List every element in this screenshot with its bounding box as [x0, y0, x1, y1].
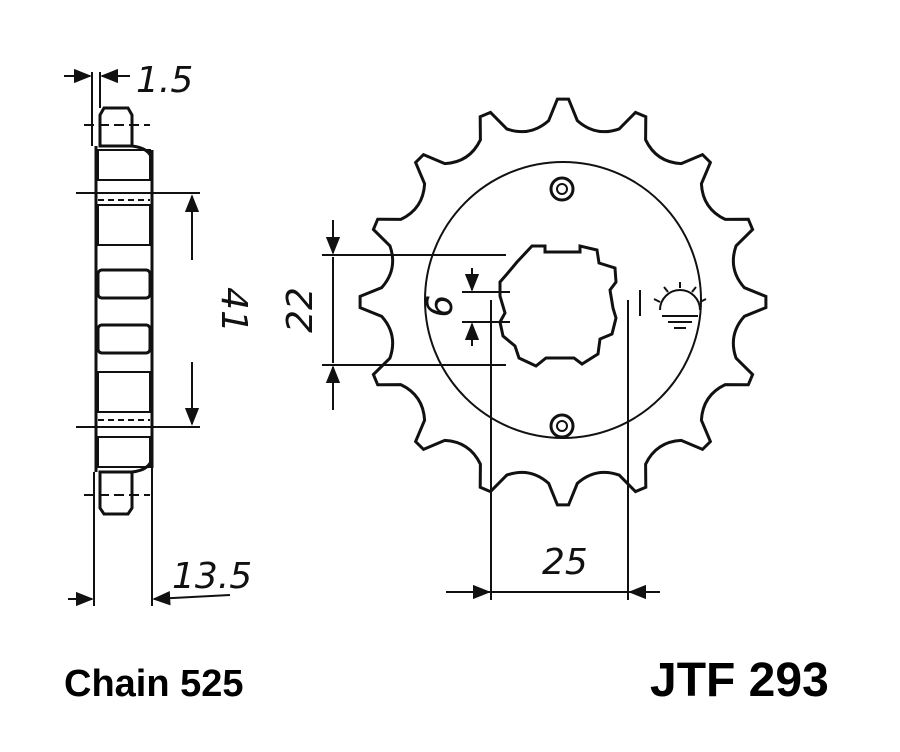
thickness-label: 13.5 [172, 556, 252, 597]
side-view [64, 68, 231, 607]
part-number: JTF 293 [650, 654, 829, 707]
sprocket-outline [358, 97, 768, 507]
front-view [322, 97, 768, 600]
offset-label: 1.5 [136, 60, 193, 101]
spline-width-label: 22 [280, 287, 321, 333]
key-width-label: 6 [420, 295, 461, 318]
chain-label: Chain 525 [64, 663, 244, 705]
bolt-circle-label: 41 [213, 287, 254, 333]
bolt-hole-bottom [549, 413, 575, 439]
bore-diameter-label: 25 [542, 542, 588, 583]
sun-logo-icon [639, 282, 707, 329]
bolt-hole-top [549, 176, 575, 202]
bolt-circle [424, 161, 702, 439]
splined-bore [498, 244, 618, 368]
